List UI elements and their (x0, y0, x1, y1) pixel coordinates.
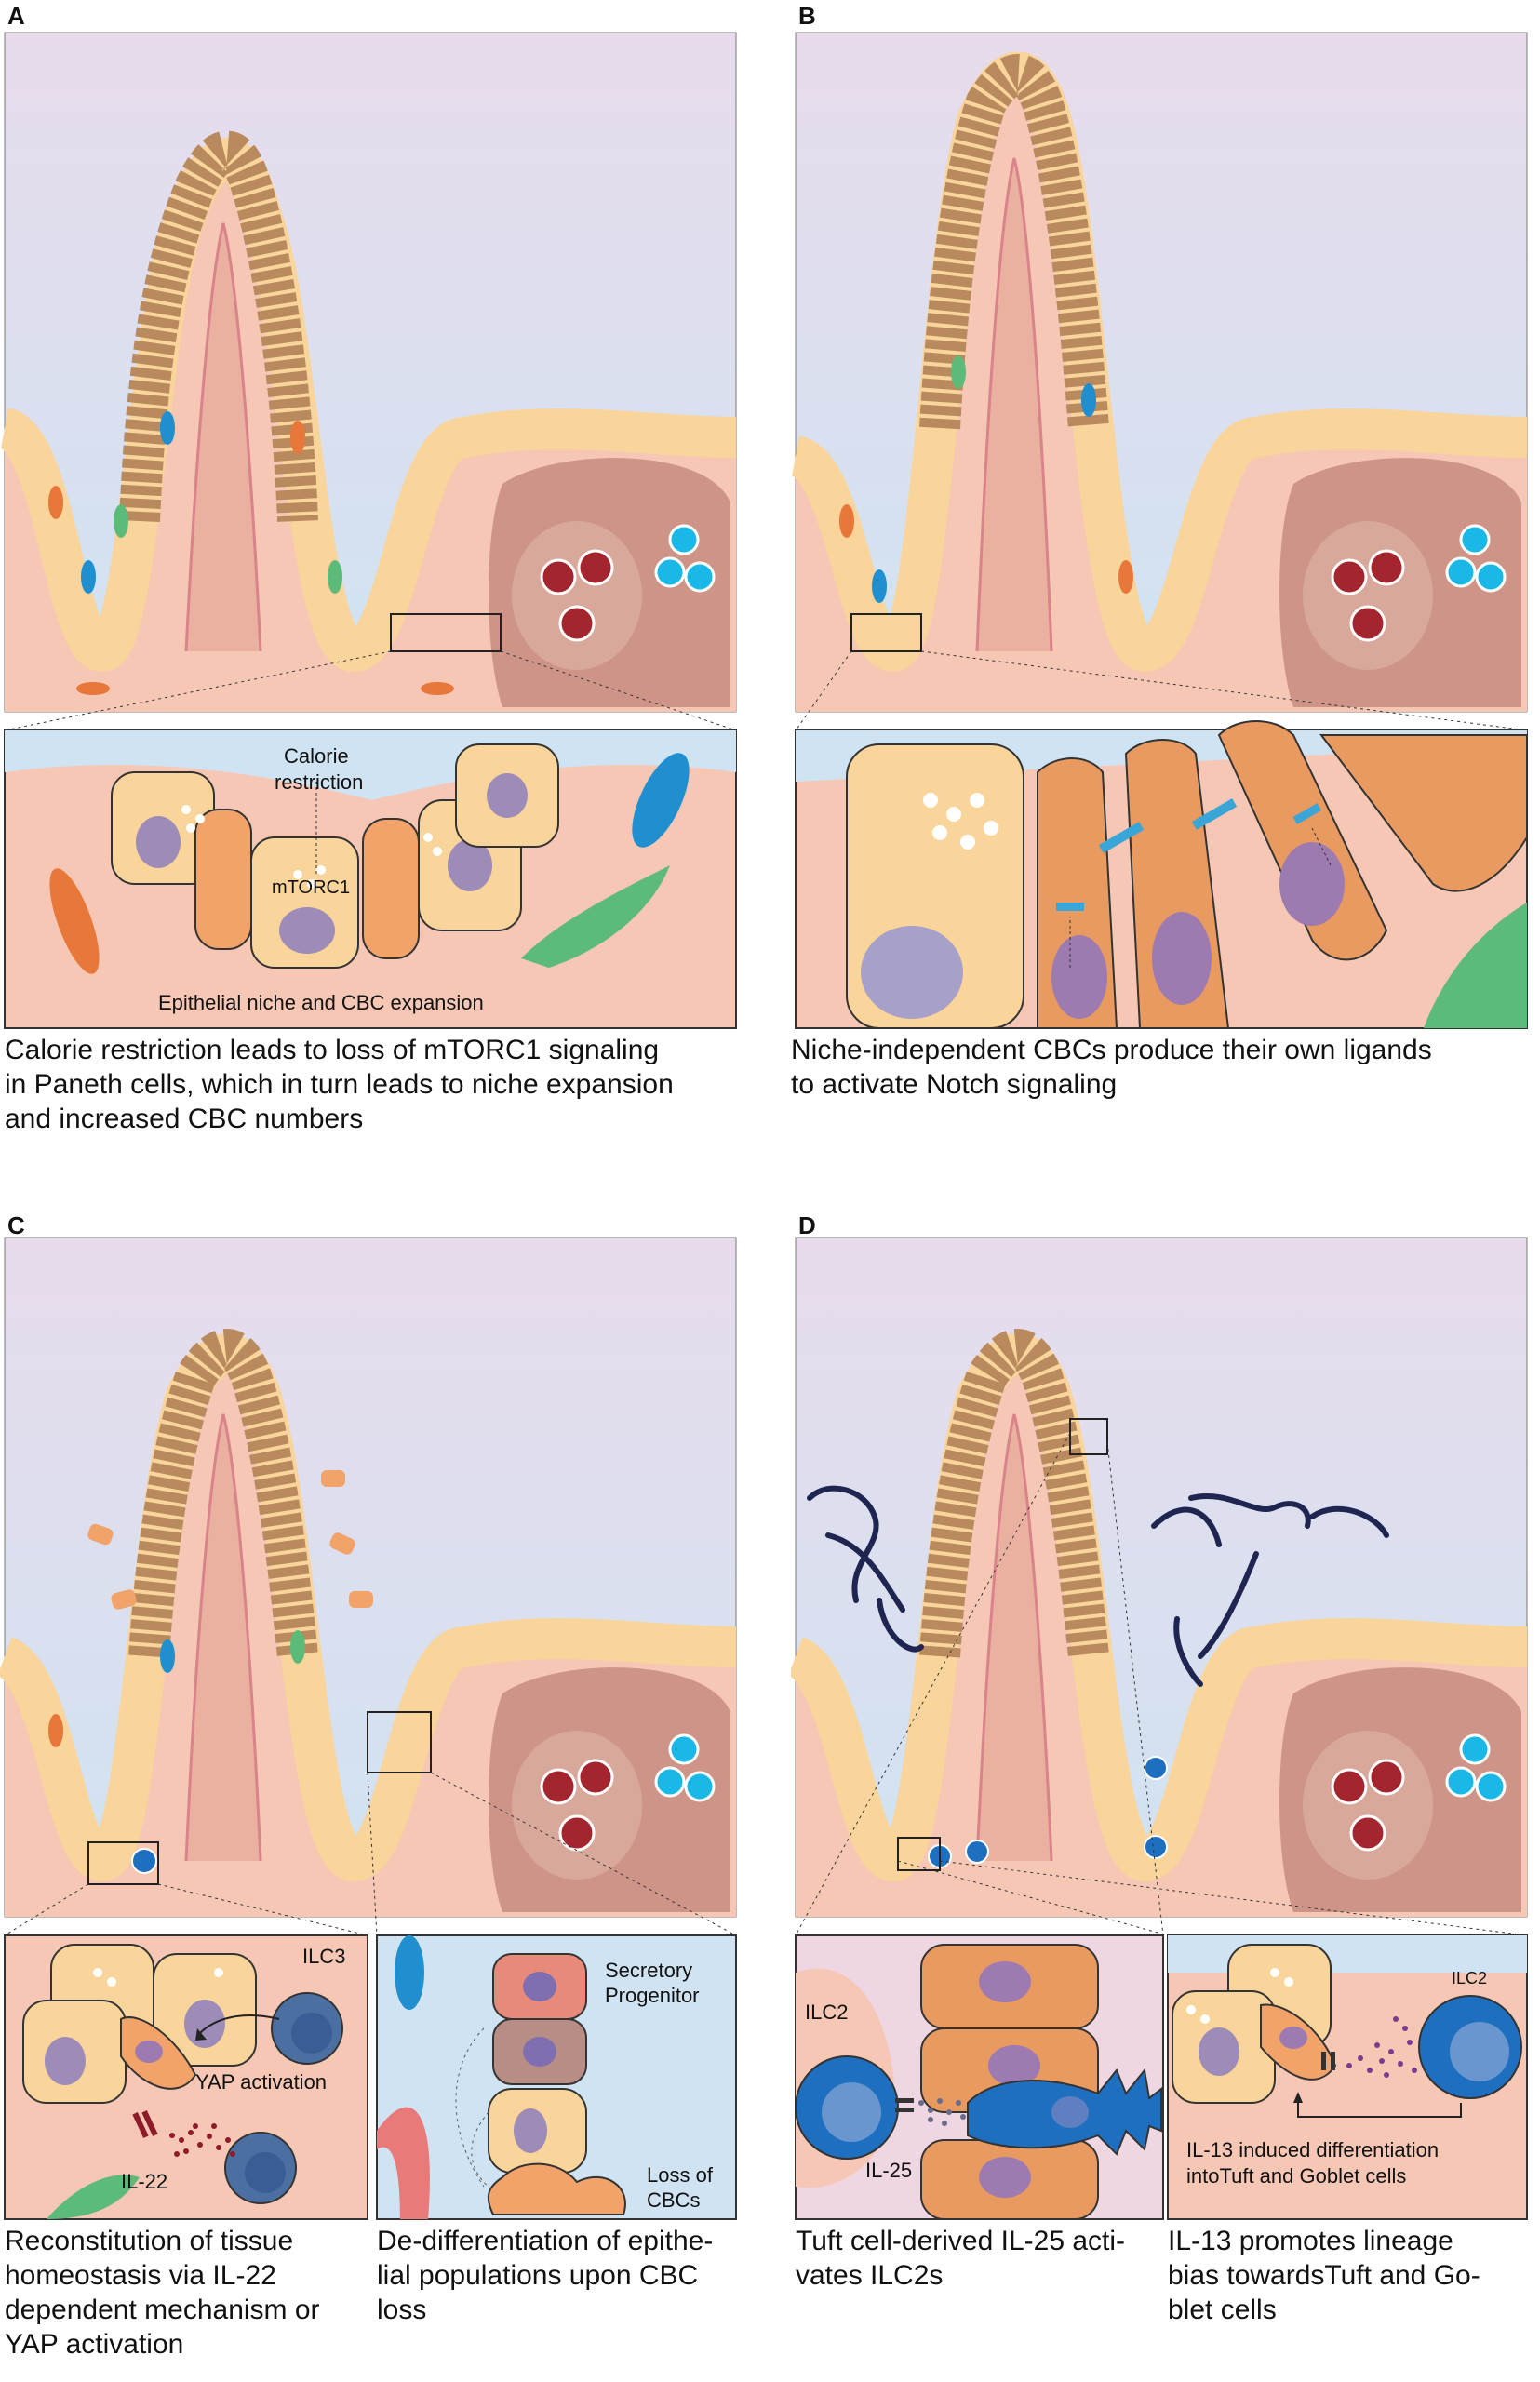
ilc2-cell (965, 1840, 989, 1864)
mtorc1-label: mTORC1 (272, 877, 350, 898)
calorie-label: Calorie (284, 744, 349, 768)
notch-ligand (1056, 903, 1084, 911)
yap-activation-label: YAP activation (195, 2070, 327, 2094)
crypt-base-cells (111, 743, 559, 969)
panel-c-caption-left: Reconstitution of tissue homeostasis via… (5, 2226, 320, 2360)
panel-a-caption: Calorie restriction leads to loss of mTO… (5, 1035, 674, 1134)
il13-label-line1: IL-13 induced differentiation (1186, 2138, 1439, 2161)
panel-d-caption-left: Tuft cell-derived IL-25 acti- vates ILC2… (796, 2226, 1126, 2291)
restriction-label: restriction (275, 770, 363, 794)
villus-crypt-diagram (791, 32, 1528, 1029)
ilc2-cell (1144, 1756, 1168, 1780)
panel-d-caption-right: IL-13 promotes lineage bias towardsTuft … (1168, 2226, 1480, 2325)
notch-ligand (1292, 803, 1321, 824)
panel-letter: A (7, 2, 25, 30)
ilc2-label-right: ILC2 (1452, 1969, 1487, 1987)
ilc2-label-left: ILC2 (805, 2001, 848, 2024)
il25-label: IL-25 (865, 2159, 912, 2182)
helminth-worm (807, 1485, 1389, 1687)
panel-b-caption: Niche-independent CBCs produce their own… (791, 1035, 1432, 1100)
il22-label: IL-22 (121, 2170, 167, 2193)
secretory-label: Secretory (605, 1959, 692, 1982)
notch-ligand (1191, 798, 1238, 830)
notch-ligand (1098, 822, 1145, 853)
loss-of-label: Loss of (647, 2163, 714, 2187)
villus-crypt-diagram: ILC2 IL-25 ILC2 IL-13 induced differenti… (791, 1237, 1528, 2220)
ilc3-cell (131, 1848, 157, 1874)
cbcs-label: CBCs (647, 2188, 700, 2212)
panel-letter: B (798, 2, 816, 30)
panel-letter: C (7, 1211, 25, 1239)
villus-crypt-diagram: Calorie restriction mTORC1 Epithelial ni… (0, 32, 737, 1029)
b-cell-follicle (512, 521, 642, 670)
panel-d: D (791, 1210, 1540, 2382)
panel-a: A (0, 0, 744, 1154)
il13-label-line2: intoTuft and Goblet cells (1186, 2164, 1406, 2188)
ilc3-label: ILC3 (302, 1945, 345, 1968)
panel-letter: D (798, 1211, 816, 1239)
panel-c-caption-right: De-differentiation of epithe- lial popul… (377, 2226, 714, 2325)
villus-crypt-diagram: ILC3 YAP activation IL-22 Secretory Prog… (0, 1237, 737, 2220)
panel-b: B (791, 0, 1540, 1154)
niche-expansion-label: Epithelial niche and CBC expansion (158, 991, 484, 1014)
progenitor-label: Progenitor (605, 1984, 700, 2007)
niche-independent-cbcs (846, 720, 1528, 1029)
ilc2-cell (1144, 1835, 1168, 1859)
panel-c: C (0, 1210, 744, 2382)
